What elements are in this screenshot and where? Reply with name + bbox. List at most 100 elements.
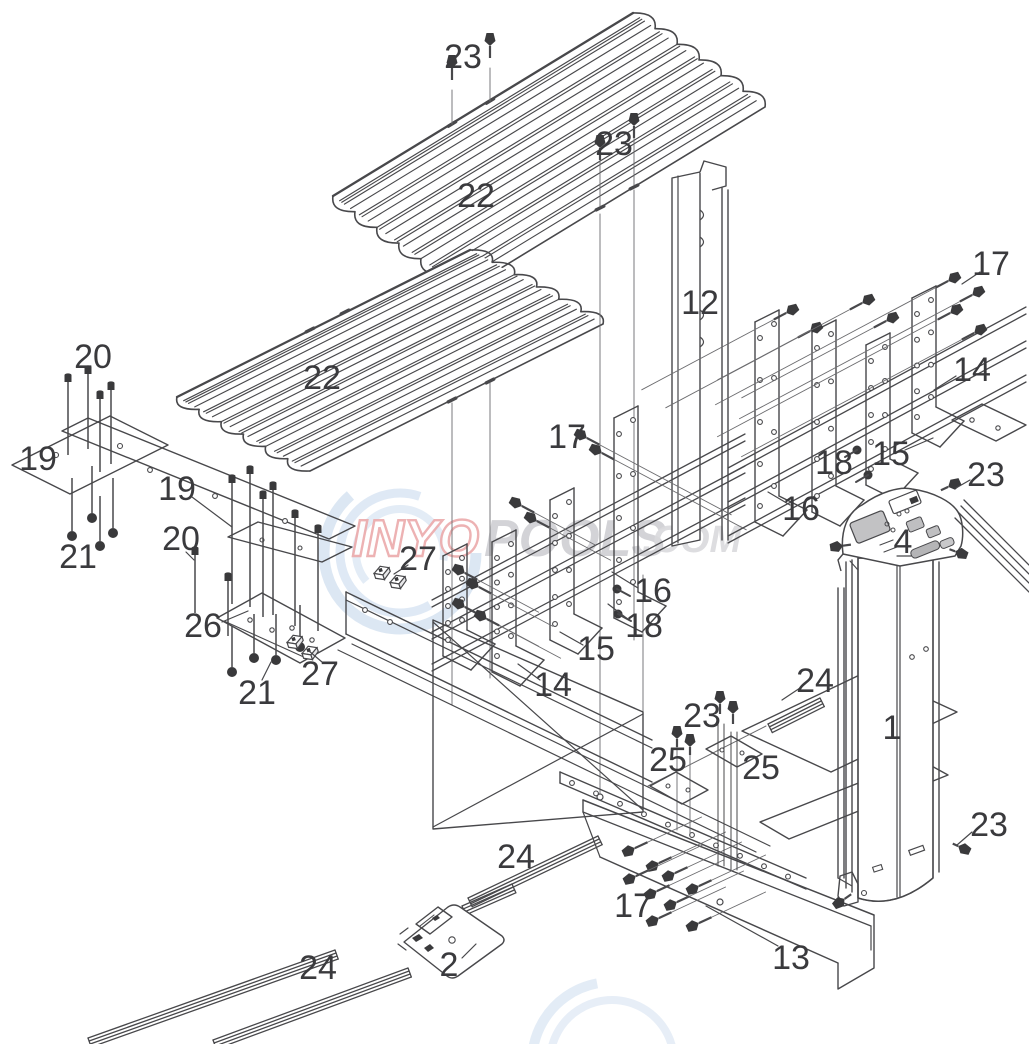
bolt-icon bbox=[228, 474, 236, 604]
screw-icon bbox=[829, 540, 852, 552]
corrugated-panel-front bbox=[175, 248, 605, 472]
screw-icon bbox=[663, 870, 745, 911]
part-label-23: 23 bbox=[970, 806, 1008, 844]
screw-icon bbox=[628, 113, 640, 138]
part-label-23: 23 bbox=[444, 38, 482, 76]
bolt-head-icon bbox=[95, 496, 105, 551]
bolt-icon bbox=[259, 490, 267, 617]
part-label-17: 17 bbox=[972, 245, 1010, 283]
control-head-4 bbox=[829, 478, 969, 572]
clip-icon bbox=[388, 574, 407, 590]
screw-icon bbox=[473, 609, 562, 659]
bolt-head-icon bbox=[67, 478, 77, 541]
corrugated-panel-top bbox=[331, 11, 767, 291]
screw-icon bbox=[641, 303, 800, 391]
base-plate-2 bbox=[397, 904, 505, 979]
side-channel bbox=[837, 587, 853, 887]
screw-icon bbox=[645, 831, 727, 872]
part-label-19: 19 bbox=[158, 470, 196, 508]
part-label-21: 21 bbox=[238, 674, 276, 712]
part-label-24: 24 bbox=[299, 949, 337, 987]
center-bracket-row bbox=[431, 405, 747, 687]
bolt-head-icon bbox=[227, 626, 237, 677]
screw-icon bbox=[714, 691, 726, 714]
screw-icon bbox=[451, 563, 540, 613]
screw-icon bbox=[643, 859, 725, 900]
screw-icon bbox=[949, 547, 969, 560]
screw-icon bbox=[952, 842, 972, 855]
glide-rails-24 bbox=[87, 697, 825, 1044]
screw-icon bbox=[523, 511, 612, 561]
part-label-20: 20 bbox=[74, 338, 112, 376]
part-label-15: 15 bbox=[872, 435, 910, 473]
panel-screws-23 bbox=[446, 33, 644, 814]
screw-icon bbox=[714, 271, 962, 406]
screw-icon bbox=[573, 428, 732, 516]
screw-icon bbox=[671, 726, 683, 747]
part-label-18: 18 bbox=[625, 607, 663, 645]
part-label-2: 2 bbox=[440, 946, 459, 984]
part-label-25: 25 bbox=[649, 741, 687, 779]
part-label-4: 4 bbox=[894, 523, 913, 561]
bolt-icon bbox=[224, 572, 232, 636]
upper-bracket-row bbox=[641, 271, 1027, 544]
bolt-icon bbox=[84, 365, 92, 449]
part-label-25: 25 bbox=[742, 749, 780, 787]
bolt-head-icon bbox=[249, 614, 259, 663]
clip-icon bbox=[300, 645, 319, 661]
part-label-12: 12 bbox=[681, 284, 719, 322]
watermark-brand2: POOLS bbox=[484, 510, 666, 568]
screw-icon bbox=[621, 816, 703, 857]
support-post-12 bbox=[671, 160, 729, 547]
part-label-24: 24 bbox=[796, 662, 834, 700]
part-label-27: 27 bbox=[301, 655, 339, 693]
screw-icon bbox=[831, 893, 852, 910]
screw-icon bbox=[740, 323, 988, 458]
screw-icon bbox=[622, 844, 704, 885]
bolt-head-icon bbox=[108, 478, 118, 538]
screw-icon bbox=[588, 443, 747, 531]
part-label-23: 23 bbox=[595, 125, 633, 163]
panel-screw-ticks bbox=[304, 97, 640, 404]
bolt-icon bbox=[314, 524, 322, 631]
screw-icon bbox=[685, 891, 767, 932]
tower-1 bbox=[831, 557, 972, 910]
part-label-24: 24 bbox=[497, 838, 535, 876]
part-label-17: 17 bbox=[548, 418, 586, 456]
bolt-head-icon bbox=[271, 614, 281, 665]
watermark-brand: INYO bbox=[352, 510, 479, 568]
brackets-25 bbox=[649, 691, 763, 871]
part-label-21: 21 bbox=[59, 538, 97, 576]
bolts-20-21-left bbox=[64, 365, 322, 636]
part-label-1: 1 bbox=[883, 709, 902, 747]
part-label-15: 15 bbox=[577, 630, 615, 668]
bolt-icon bbox=[64, 373, 72, 455]
bottom-punched-rail bbox=[559, 771, 807, 890]
part-label-17: 17 bbox=[614, 887, 652, 925]
screw-icon bbox=[727, 701, 739, 724]
part-label-14: 14 bbox=[953, 351, 991, 389]
front-base-channel bbox=[337, 591, 771, 853]
bolt-icon bbox=[291, 509, 299, 626]
screw-icon bbox=[446, 55, 458, 80]
clips-27 bbox=[285, 565, 407, 661]
clip-icon bbox=[285, 634, 304, 650]
part-label-16: 16 bbox=[634, 572, 672, 610]
bolt-icon bbox=[246, 465, 254, 607]
bolt-head-icon bbox=[87, 466, 97, 523]
screw-icon bbox=[741, 311, 900, 399]
screw-icon bbox=[684, 734, 696, 755]
screw-icon bbox=[645, 886, 727, 927]
clip-icon bbox=[372, 565, 391, 581]
part-label-22: 22 bbox=[303, 359, 341, 397]
screw-icon bbox=[717, 293, 876, 381]
part-label-13: 13 bbox=[772, 939, 810, 977]
plate-26 bbox=[216, 592, 346, 677]
screw-icon bbox=[661, 841, 743, 882]
screw-icon bbox=[484, 33, 496, 58]
screw-icon bbox=[594, 135, 606, 160]
